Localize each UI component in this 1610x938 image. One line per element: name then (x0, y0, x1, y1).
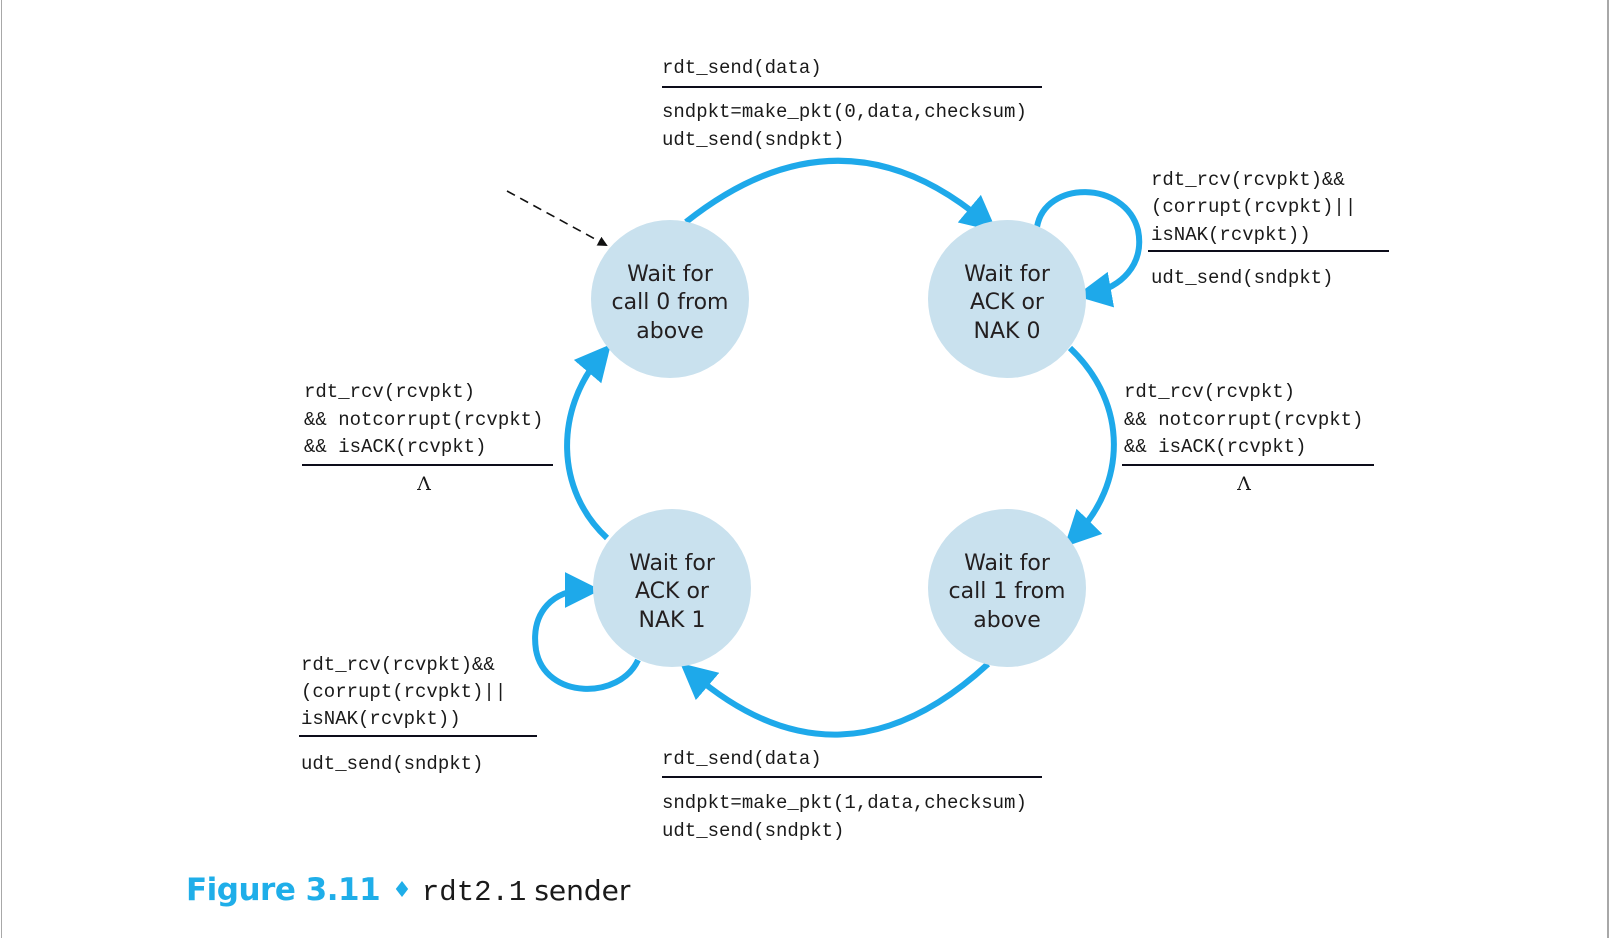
figure-title-code: rdt2.1 (421, 876, 527, 909)
arc-retransmit-0 (1034, 189, 1143, 308)
state-label-line: NAK 0 (974, 319, 1041, 344)
transition-event: rdt_rcv(rcvpkt)&& (301, 654, 495, 676)
transition-label-retransmit-0: rdt_rcv(rcvpkt)&& (corrupt(rcvpkt)|| isN… (1148, 169, 1389, 289)
state-label-line: Wait for (964, 262, 1051, 287)
state-label-line: above (636, 319, 703, 344)
transition-event: rdt_rcv(rcvpkt)&& (1151, 169, 1345, 191)
state-label-line: call 1 from (949, 579, 1066, 604)
transition-event: isNAK(rcvpkt)) (301, 708, 461, 730)
transition-action: udt_send(sndpkt) (662, 129, 844, 151)
transition-action: udt_send(sndpkt) (1151, 267, 1333, 289)
arc-retransmit-1 (532, 572, 641, 692)
state-label-line: ACK or (635, 579, 710, 604)
transition-event: && isACK(rcvpkt) (304, 436, 486, 458)
initial-state-arrow (506, 190, 608, 246)
transition-event: rdt_send(data) (662, 748, 822, 770)
transition-action: udt_send(sndpkt) (662, 820, 844, 842)
state-wait-ack-nak-0: Wait for ACK or NAK 0 (928, 220, 1086, 378)
arc-send-0 (684, 157, 997, 232)
lambda-action: Λ (1236, 473, 1251, 495)
state-label-line: Wait for (629, 551, 716, 576)
page-border-left (1, 0, 2, 938)
transition-event: && isACK(rcvpkt) (1124, 436, 1306, 458)
transition-event: (corrupt(rcvpkt)|| (301, 681, 506, 703)
diamond-icon: ♦ (392, 878, 412, 903)
state-wait-call-1: Wait for call 1 from above (928, 509, 1086, 667)
state-label-line: call 0 from (612, 290, 729, 315)
transition-label-retransmit-1: rdt_rcv(rcvpkt)&& (corrupt(rcvpkt)|| isN… (299, 654, 537, 775)
transition-event: rdt_send(data) (662, 57, 822, 79)
transition-event: isNAK(rcvpkt)) (1151, 224, 1311, 246)
lambda-action: Λ (416, 473, 431, 495)
state-label-line: NAK 1 (639, 608, 706, 633)
arc-ack-0 (1064, 345, 1117, 548)
state-wait-ack-nak-1: Wait for ACK or NAK 1 (593, 509, 751, 667)
state-wait-call-0: Wait for call 0 from above (591, 220, 749, 378)
state-label-line: Wait for (964, 551, 1051, 576)
figure-title-word: sender (534, 874, 631, 907)
transition-action: sndpkt=make_pkt(0,data,checksum) (662, 101, 1027, 123)
arc-ack-1 (564, 344, 611, 541)
transition-label-send-1: rdt_send(data) sndpkt=make_pkt(1,data,ch… (662, 748, 1042, 842)
transition-event: && notcorrupt(rcvpkt) (1124, 409, 1363, 431)
state-label-line: Wait for (627, 262, 714, 287)
figure-number: Figure 3.11 (186, 872, 381, 908)
transition-event: rdt_rcv(rcvpkt) (304, 381, 475, 403)
transition-action: udt_send(sndpkt) (301, 753, 483, 775)
transition-action: sndpkt=make_pkt(1,data,checksum) (662, 792, 1027, 814)
arc-send-1 (680, 661, 991, 738)
state-label-line: ACK or (970, 290, 1045, 315)
transition-event: (corrupt(rcvpkt)|| (1151, 196, 1356, 218)
transition-label-send-0: rdt_send(data) sndpkt=make_pkt(0,data,ch… (662, 57, 1042, 151)
transition-label-ack-1: rdt_rcv(rcvpkt) && notcorrupt(rcvpkt) &&… (302, 381, 553, 495)
page-border-right (1607, 0, 1609, 938)
transition-event: rdt_rcv(rcvpkt) (1124, 381, 1295, 403)
transition-label-ack-0: rdt_rcv(rcvpkt) && notcorrupt(rcvpkt) &&… (1122, 381, 1374, 495)
state-label-line: above (973, 608, 1040, 633)
transition-event: && notcorrupt(rcvpkt) (304, 409, 543, 431)
